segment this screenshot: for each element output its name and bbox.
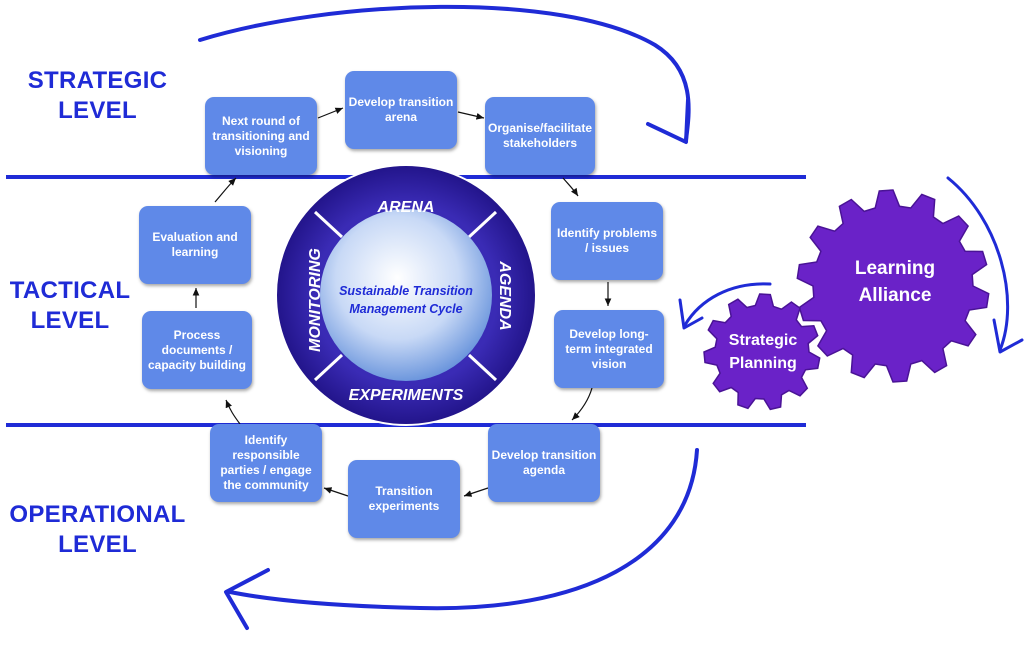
cycle-center-line1: Sustainable Transition — [339, 284, 473, 298]
step-develop-vision: Develop long-term integrated vision — [554, 310, 664, 388]
tactical-level-label: TACTICAL LEVEL — [9, 277, 131, 334]
ring-label-experiments: EXPERIMENTS — [349, 387, 464, 404]
arrow-vision-to-agenda — [571, 387, 593, 421]
step-develop-agenda: Develop transition agenda — [488, 424, 600, 502]
cycle-center — [320, 209, 492, 381]
step-transition-experiments: Transition experiments — [348, 460, 460, 538]
step-process-documents: Process documents / capacity building — [142, 311, 252, 389]
top-arc-arrow — [198, 4, 691, 144]
arrow-organise-to-identify — [562, 177, 579, 197]
step-organise: Organise/facilitate stakeholders — [485, 97, 595, 175]
gearSmall-shape — [703, 293, 821, 411]
arrow-arena-to-organise — [457, 111, 485, 120]
gear-small-label-line1: Strategic — [729, 332, 798, 349]
gear-large-label-line1: Learning — [855, 258, 935, 279]
right-curve-arrow — [946, 176, 1024, 354]
operational-level-label: OPERATIONAL LEVEL — [9, 501, 186, 558]
gear-small-label-line2: Planning — [729, 355, 797, 372]
ring-divider-1 — [313, 210, 344, 239]
ring-label-agenda: AGENDA — [496, 260, 513, 330]
ring-divider-2 — [467, 210, 498, 239]
arrow-next-to-arena — [317, 107, 344, 119]
step-develop-arena: Develop transition arena — [345, 71, 457, 149]
strategic-level-label: STRATEGIC LEVEL — [27, 67, 168, 124]
ring-divider-4 — [313, 353, 344, 382]
gearLarge-shape — [796, 189, 990, 383]
cycle-center-line2: Management Cycle — [349, 302, 462, 316]
step-evaluation: Evaluation and learning — [139, 206, 251, 284]
arrow-parties-to-process — [225, 399, 241, 425]
bottom-arc-arrow — [224, 448, 699, 630]
gear-curve-arrow — [678, 282, 772, 330]
step-identify-problems: Identify problems / issues — [551, 202, 663, 280]
step-connectors — [192, 107, 612, 497]
ring-label-arena: ARENA — [377, 199, 435, 216]
arrow-experiments-to-parties — [323, 487, 349, 497]
gear-learning-alliance — [796, 189, 990, 383]
ring-label-monitoring: MONITORING — [307, 248, 324, 352]
transition-cycle: Sustainable Transition Management Cycle … — [275, 164, 537, 426]
arrow-agenda-to-experiments — [463, 487, 489, 497]
gear-strategic-planning — [703, 293, 821, 411]
ring-divider-3 — [467, 353, 498, 382]
arrow-evaluation-to-next — [214, 177, 237, 203]
step-identify-parties: Identify responsible parties / engage th… — [210, 424, 322, 502]
step-next-round: Next round of transitioning and visionin… — [205, 97, 317, 175]
gear-large-label-line2: Alliance — [859, 285, 932, 306]
